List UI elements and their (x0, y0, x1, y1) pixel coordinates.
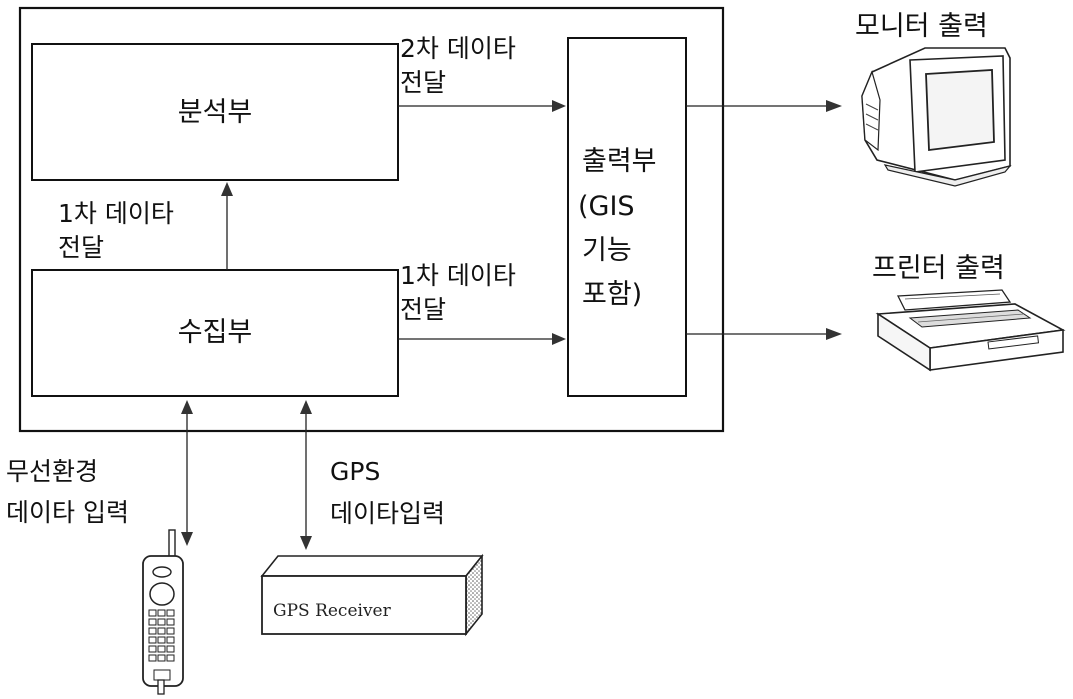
collection-block: 수집부 (32, 270, 398, 396)
output-label-line4: 포함) (582, 279, 642, 310)
wireless-input-label-2: 데이타 입력 (6, 498, 129, 527)
wireless-input-label-1: 무선환경 (6, 457, 98, 486)
gps-input-label-1: GPS (330, 457, 380, 486)
printer-icon (878, 290, 1063, 370)
analysis-block: 분석부 (32, 44, 398, 180)
monitor-icon (862, 48, 1010, 186)
arrow-collection-to-analysis (221, 182, 233, 270)
flow-label-collection-analysis-2: 전달 (58, 233, 104, 262)
arrow-collection-to-output (398, 333, 566, 345)
flow-label-analysis-output-2: 전달 (400, 68, 446, 97)
arrow-analysis-to-output (398, 100, 566, 112)
arrow-gps-input (300, 400, 312, 550)
flow-label-collection-output-1: 1차 데이타 (400, 261, 516, 290)
mobile-phone-icon (143, 530, 183, 694)
gps-receiver-label: GPS Receiver (273, 601, 392, 621)
flow-label-analysis-output-1: 2차 데이타 (400, 34, 516, 63)
flow-label-collection-analysis-1: 1차 데이타 (58, 199, 174, 228)
output-block: 출력부 (GIS 기능 포함) (568, 38, 686, 396)
gps-receiver-icon: GPS Receiver (262, 556, 482, 634)
collection-label: 수집부 (178, 317, 253, 348)
output-label-line2: (GIS (578, 191, 635, 222)
flow-label-collection-output-2: 전달 (400, 295, 446, 324)
monitor-output-label: 모니터 출력 (855, 11, 988, 42)
arrow-wireless-input (181, 400, 193, 546)
arrow-output-to-monitor (686, 100, 842, 112)
output-label-line1: 출력부 (582, 146, 657, 177)
output-label-line3: 기능 (582, 235, 632, 266)
analysis-label: 분석부 (178, 97, 253, 128)
arrow-output-to-printer (686, 328, 842, 340)
gps-input-label-2: 데이타입력 (330, 499, 445, 528)
printer-output-label: 프린터 출력 (872, 253, 1005, 284)
